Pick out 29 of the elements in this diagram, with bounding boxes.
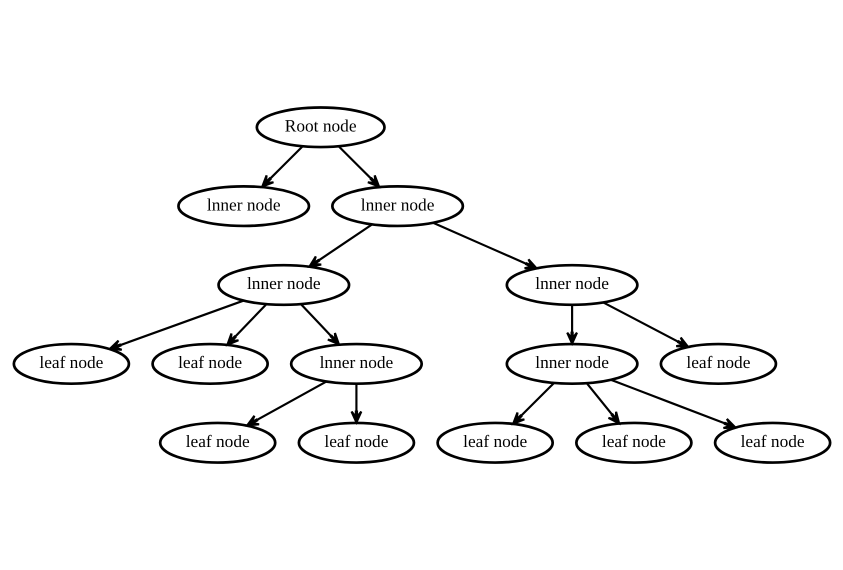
arrow (108, 300, 244, 351)
arrow (586, 382, 620, 424)
arrow (610, 378, 736, 430)
arrow (432, 222, 537, 270)
arrow (260, 146, 303, 188)
arrow (246, 380, 326, 426)
node-ellipse: leaf node (297, 422, 415, 464)
arrow (512, 382, 554, 425)
node-ellipse: leaf node (713, 422, 831, 464)
arrow (338, 146, 380, 188)
arrow (350, 384, 362, 424)
node-ellipse: leaf node (574, 422, 692, 464)
arrow (300, 304, 340, 346)
node-ellipse: lnner node (289, 342, 423, 386)
arrow (308, 224, 372, 268)
node-ellipse: lnner node (505, 342, 638, 386)
arrow (226, 304, 267, 346)
arrow (602, 302, 689, 348)
node-ellipse: lnner node (176, 184, 310, 228)
node-ellipse: leaf node (659, 342, 777, 386)
node-ellipse: leaf node (158, 422, 276, 464)
node-ellipse: leaf node (12, 342, 130, 386)
node-ellipse: leaf node (150, 342, 268, 386)
node-ellipse: Root node (255, 106, 386, 148)
node-ellipse: lnner node (505, 264, 638, 306)
arrow (566, 305, 578, 345)
node-ellipse: lnner node (216, 264, 350, 306)
node-ellipse: lnner node (330, 184, 464, 228)
node-ellipse: leaf node (436, 422, 554, 464)
